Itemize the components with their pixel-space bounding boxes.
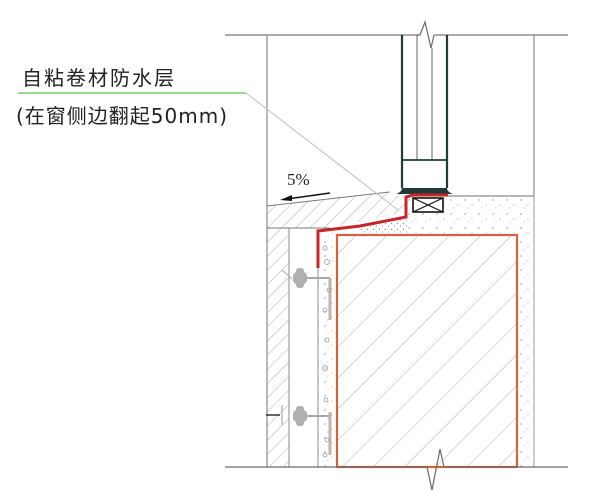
self-adhesive-membrane [316, 193, 448, 268]
anchor-bolt-lower [266, 405, 332, 455]
outer-wall-layer [267, 228, 334, 467]
annotation-subtitle: (在窗侧边翻起50mm) [16, 104, 229, 128]
aggregate-circles [322, 245, 332, 458]
slope-arrow [280, 192, 331, 201]
break-line-bottom [225, 448, 568, 491]
window-frame [396, 35, 453, 194]
insulation-board [335, 233, 519, 469]
annotation-title: 自粘卷材防水层 [22, 66, 176, 90]
wood-block [412, 197, 444, 213]
break-line-top [225, 19, 568, 49]
anchor-bolt-upper [281, 268, 332, 320]
sealant-strip [360, 218, 408, 234]
window-sill-slope [266, 191, 405, 229]
slope-label: 5% [287, 170, 310, 189]
